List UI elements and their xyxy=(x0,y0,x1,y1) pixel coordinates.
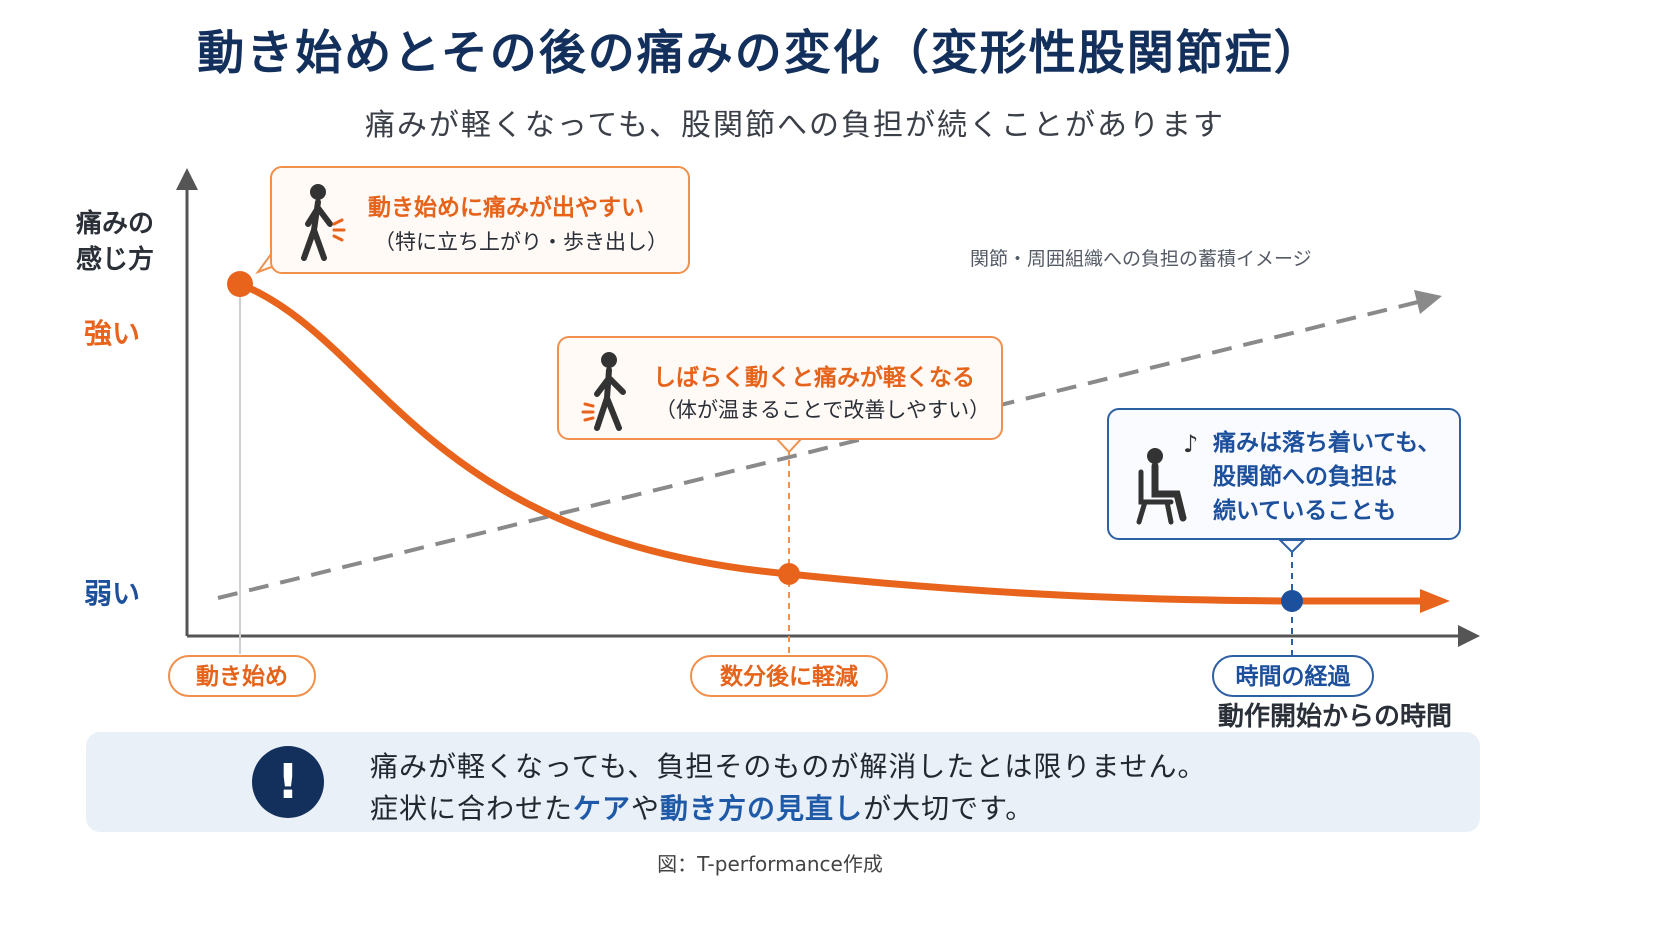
exclamation-icon: ! xyxy=(252,746,324,818)
note-highlight-care: ケア xyxy=(573,792,632,825)
credit: 図：T-performance作成 xyxy=(657,852,883,876)
y-axis-label: 痛みの 感じ方 xyxy=(76,206,154,278)
note-line2-e: が大切です。 xyxy=(863,792,1035,825)
person-walking-icon xyxy=(581,352,626,431)
bubble2-tail xyxy=(773,437,805,454)
pain-curve-arrow-icon xyxy=(1420,589,1450,613)
bubble-time-line2: 股関節への負担は xyxy=(1213,464,1397,490)
y-level-weak: 弱い xyxy=(84,577,141,610)
note-line2-c: や xyxy=(631,792,661,825)
pill-minutes: 数分後に軽減 xyxy=(690,655,888,697)
note-line2-a: 症状に合わせた xyxy=(370,792,574,825)
y-axis-label-line2: 感じ方 xyxy=(76,245,155,275)
bubble-time-main: 痛みは落ち着いても、 股関節への負担は 続いていることも xyxy=(1213,426,1440,528)
x-axis-arrow-icon xyxy=(1458,625,1480,647)
pain-curve xyxy=(236,280,1424,605)
marker-time xyxy=(1281,590,1303,612)
y-axis-arrow-icon xyxy=(176,168,198,190)
note-highlight-movement: 動き方の見直し xyxy=(660,792,864,825)
bubble-start: 動き始めに痛みが出やすい （特に立ち上がり・歩き出し） xyxy=(270,166,690,274)
note-line1: 痛みが軽くなっても、負担そのものが解消したとは限りません。 xyxy=(370,750,1207,783)
bubble-minutes: しばらく動くと痛みが軽くなる （体が温まることで改善しやすい） xyxy=(557,336,1003,440)
pill-time: 時間の経過 xyxy=(1212,655,1374,697)
bubble-time-line1: 痛みは落ち着いても、 xyxy=(1213,430,1441,456)
load-accumulation-line xyxy=(217,300,1419,600)
bubble-start-main: 動き始めに痛みが出やすい xyxy=(368,195,644,221)
person-sitting-icon: ♪ xyxy=(1136,430,1198,525)
bubble-minutes-main: しばらく動くと痛みが軽くなる xyxy=(653,365,975,391)
music-note-icon: ♪ xyxy=(1183,430,1198,458)
bubble-time-line3: 続いていることも xyxy=(1213,498,1397,524)
y-level-strong: 強い xyxy=(84,317,141,350)
load-accumulation-arrow-icon xyxy=(1414,290,1442,314)
x-axis-label: 動作開始からの時間 xyxy=(1218,702,1453,732)
bubble3-tail xyxy=(1277,539,1307,554)
load-accumulation-label: 関節・周囲組織への負担の蓄積イメージ xyxy=(970,248,1312,270)
marker-start xyxy=(227,271,253,297)
pill-start: 動き始め xyxy=(168,655,316,697)
note-line2: 症状に合わせたケアや動き方の見直しが大切です。 xyxy=(370,787,1034,827)
bubble-start-sub: （特に立ち上がり・歩き出し） xyxy=(374,230,668,254)
bubble-time: ♪ 痛みは落ち着いても、 股関節への負担は 続いていることも xyxy=(1107,408,1461,540)
page-subtitle: 痛みが軽くなっても、股関節への負担が続くことがあります xyxy=(364,108,1226,143)
person-pain-icon xyxy=(301,184,346,261)
marker-minutes xyxy=(778,563,800,585)
bubble-minutes-sub: （体が温まることで改善しやすい） xyxy=(655,398,991,422)
page-title: 動き始めとその後の痛みの変化（変形性股関節症） xyxy=(197,26,1323,81)
y-axis-label-line1: 痛みの xyxy=(76,209,155,239)
